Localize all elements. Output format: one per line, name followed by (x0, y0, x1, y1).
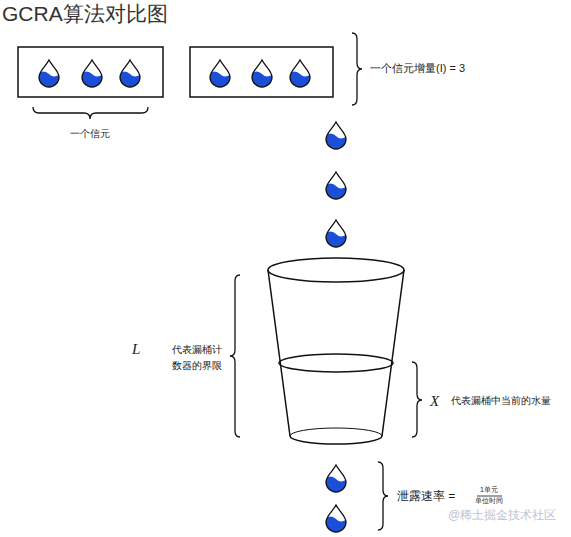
level-note: 代表漏桶中当前的水量 (451, 395, 551, 408)
limit-note: 代表漏桶计数器的界限 (172, 342, 228, 374)
cell-label: 一个信元 (70, 128, 110, 141)
leaky-bucket (268, 258, 404, 444)
water-drops (38, 60, 347, 534)
watermark: @稀土掘金技术社区 (448, 508, 556, 523)
limit-symbol: L (132, 340, 140, 359)
fraction-bar (477, 496, 502, 497)
level-symbol: X (430, 392, 439, 411)
leak-rate-label: 泄露速率 = (397, 489, 455, 504)
diagram-title: GCRA算法对比图 (2, 1, 168, 27)
cell-box (18, 47, 163, 97)
increment-label: 一个信元增量(I) = 3 (370, 62, 465, 76)
curly-brace (33, 33, 422, 530)
fraction-denominator: 单位时间 (475, 497, 503, 506)
cell-box (190, 47, 333, 97)
fraction-numerator: 1单元 (480, 486, 498, 495)
